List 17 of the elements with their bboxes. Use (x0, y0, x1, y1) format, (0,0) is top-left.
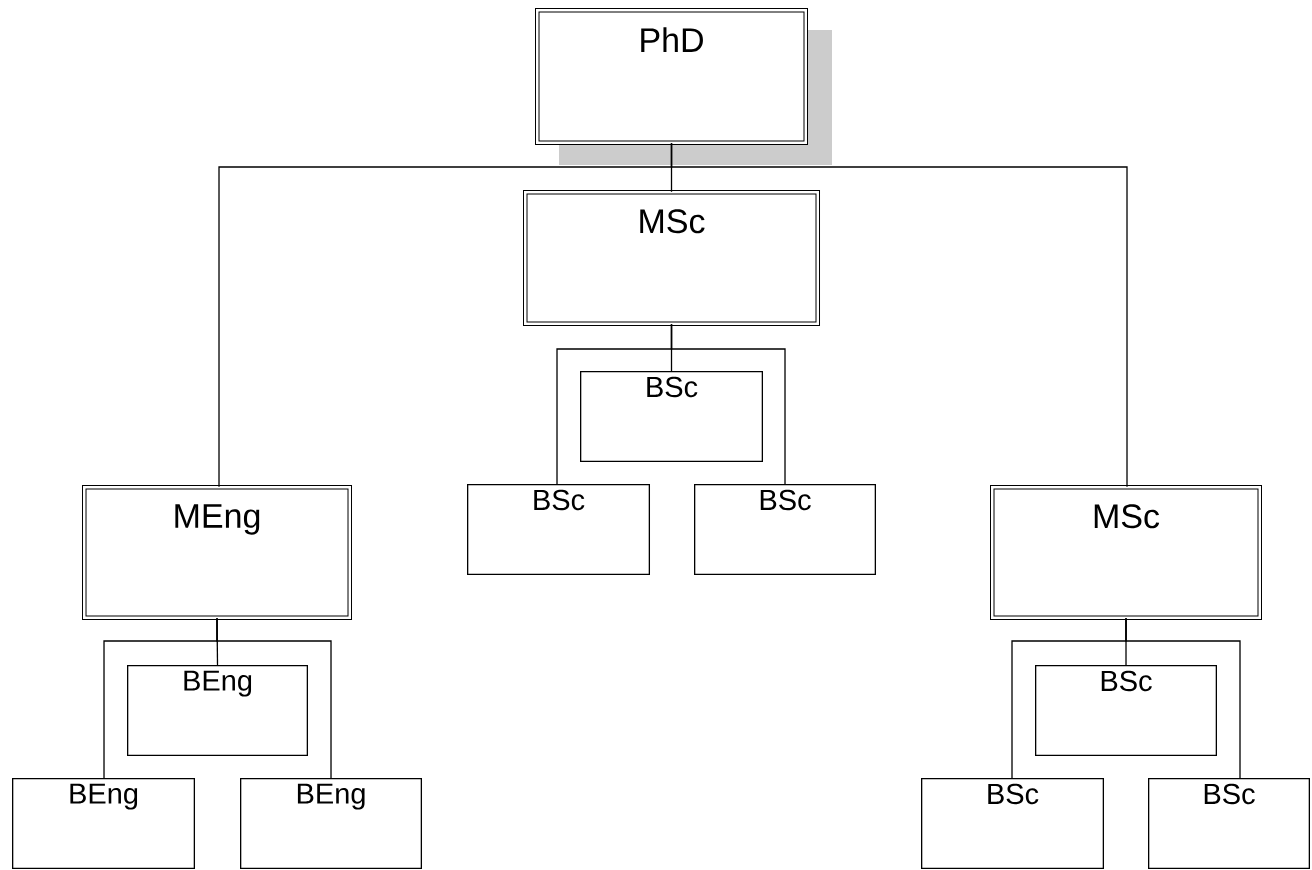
degree-box: BSc (1035, 665, 1217, 756)
degree-box: BSc (580, 371, 763, 462)
degree-box: PhD (535, 8, 808, 145)
degree-box: BSc (921, 778, 1104, 869)
degree-box: BEng (240, 778, 422, 869)
connector-line (1125, 617, 1241, 779)
degree-box: BSc (1148, 778, 1310, 869)
degree-box: BSc (694, 484, 876, 575)
degree-box: BEng (127, 665, 308, 756)
degree-box: MSc (523, 190, 820, 326)
connector-line (670, 142, 1128, 488)
degree-box: MSc (990, 485, 1262, 620)
degree-box: MEng (82, 485, 352, 620)
connector-line (670, 323, 786, 485)
degree-box: BEng (12, 778, 195, 869)
connector-line (216, 617, 332, 779)
degree-box: BSc (467, 484, 650, 575)
